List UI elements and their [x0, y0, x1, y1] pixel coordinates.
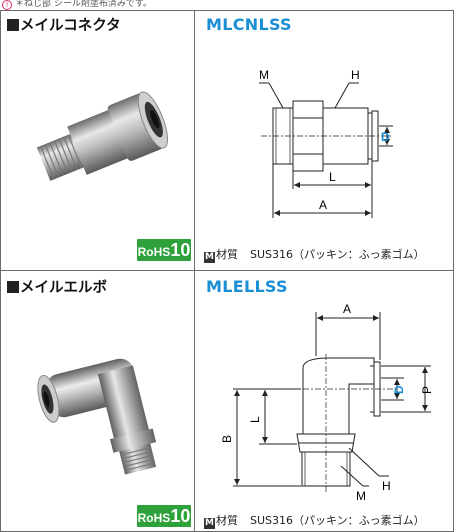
product-code-1: MLCNLSS	[206, 15, 292, 34]
dimension-diagram-straight: M H D L A	[259, 68, 393, 218]
product-photo-elbow	[37, 358, 157, 475]
dim-label-B: B	[220, 435, 234, 443]
square-bullet-icon	[7, 281, 19, 293]
product-name-1: メイルコネクタ	[7, 14, 121, 35]
dim-label-A: A	[319, 198, 327, 212]
dim-label-M: M	[259, 68, 269, 82]
dim-label-P: P	[420, 386, 434, 394]
top-note: !＊ねじ部 シール剤塗布済みです。	[0, 0, 454, 10]
rohs-badge-2: RoHS10	[137, 505, 191, 527]
column-divider	[194, 11, 195, 531]
dimension-diagram-elbow: A D P B L M H	[220, 302, 434, 503]
dim-label-H: H	[382, 479, 391, 493]
rohs-badge-1: RoHS10	[137, 239, 191, 261]
dim-label-L: L	[248, 416, 262, 423]
dim-label-L: L	[329, 170, 336, 184]
product-name-2: メイルエルボ	[7, 276, 107, 297]
product-table: メイルコネクタ MLCNLSS	[0, 10, 454, 532]
material-mark-icon: M	[204, 252, 215, 263]
top-note-text: ＊ねじ部 シール剤塗布済みです。	[15, 0, 152, 9]
product-code-2: MLELLSS	[206, 277, 288, 296]
dim-label-H: H	[351, 68, 360, 82]
row-divider	[1, 270, 453, 271]
warning-icon: !	[2, 0, 12, 10]
dim-label-M: M	[356, 489, 366, 503]
square-bullet-icon	[7, 19, 19, 31]
dim-label-D: D	[381, 130, 390, 144]
product-photo-straight	[36, 91, 168, 181]
material-mark-icon: M	[204, 518, 215, 529]
dim-label-A: A	[343, 302, 351, 316]
dim-label-D: D	[392, 385, 406, 394]
